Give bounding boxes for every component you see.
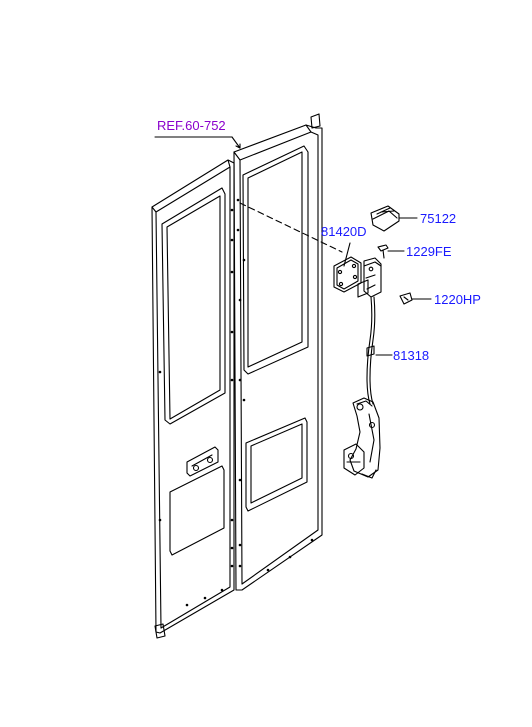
part-label-1229fe[interactable]: 1229FE (406, 244, 452, 259)
part-label-81318[interactable]: 81318 (393, 348, 430, 363)
reference-label[interactable]: REF.60-752 (157, 118, 226, 133)
right-door-panel (233, 113, 323, 591)
right-door-lower-panel (245, 417, 308, 512)
left-door-window (161, 187, 226, 425)
ref-arrow-line (231, 136, 241, 149)
door-hinge-knob (310, 113, 321, 129)
screw-part (377, 244, 389, 259)
left-door-handle-plate (186, 446, 219, 477)
bracket-part (333, 256, 362, 293)
right-door-window (242, 145, 309, 375)
left-door-panel (151, 159, 235, 639)
part-label-81420d[interactable]: 81420D (321, 224, 367, 239)
bolt-part (399, 292, 413, 305)
handle-part (370, 205, 400, 232)
cable-part (343, 296, 381, 479)
latch-part (357, 257, 382, 298)
part-label-75122[interactable]: 75122 (420, 211, 457, 226)
part-label-1220hp[interactable]: 1220HP (434, 292, 481, 307)
left-door-lower-panel (169, 465, 225, 556)
projection-line (239, 202, 343, 253)
